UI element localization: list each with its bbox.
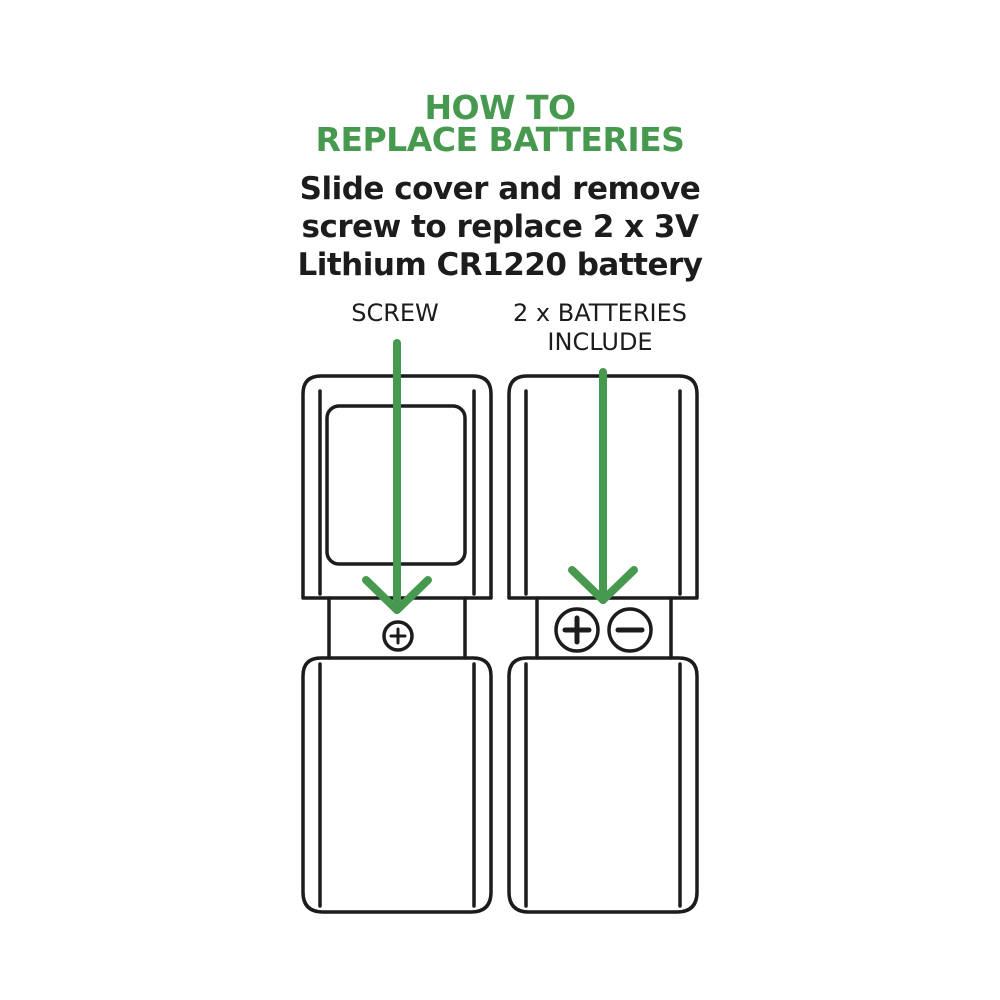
battery-minus-icon	[607, 607, 653, 653]
right-top-cap	[507, 374, 699, 600]
instruction-line-1: Slide cover and remove	[299, 171, 701, 207]
left-top-cap	[301, 374, 493, 600]
arrow-down-icon	[568, 368, 638, 604]
left-remote	[301, 374, 493, 914]
heading-line-1: HOW TO	[424, 88, 576, 127]
battery-plus-icon	[554, 607, 600, 653]
heading-line-2: REPLACE BATTERIES	[315, 120, 685, 159]
batteries-label-line-2: INCLUDE	[547, 328, 653, 356]
instruction-line-2: screw to replace 2 x 3V	[301, 209, 699, 245]
right-bottom-body	[507, 656, 699, 914]
right-neck	[535, 596, 673, 660]
batteries-label-line-1: 2 x BATTERIES	[513, 299, 687, 327]
arrow-down-icon	[362, 339, 432, 614]
left-neck	[327, 596, 467, 660]
instruction-line-3: Lithium CR1220 battery	[297, 247, 703, 283]
screw-plus-icon	[382, 620, 414, 652]
right-remote	[507, 374, 699, 914]
screw-label: SCREW	[351, 299, 439, 327]
left-bottom-body	[301, 656, 493, 914]
